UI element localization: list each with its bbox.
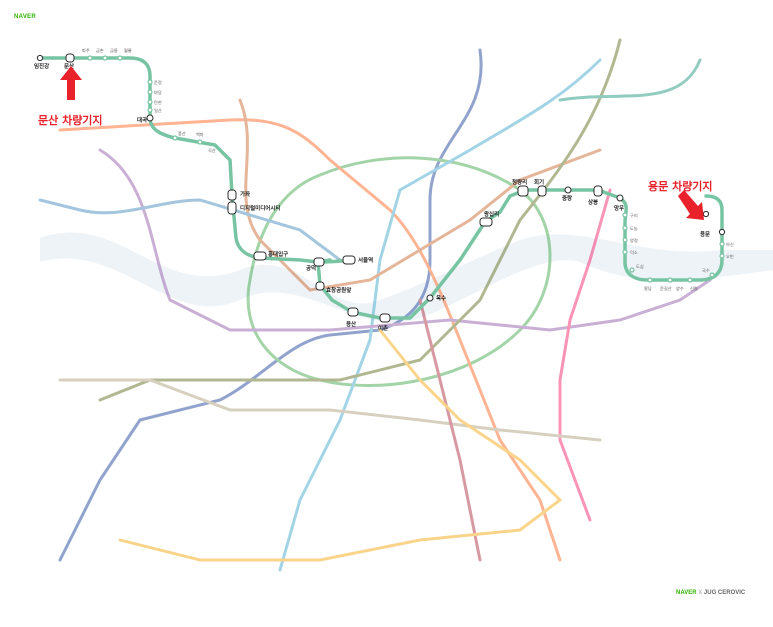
station-yongsan: [347, 307, 359, 317]
station-imjingang: [36, 54, 44, 62]
station-sangbong: [593, 185, 603, 197]
svg-text:아신: 아신: [726, 241, 734, 248]
label-yongmun: 용문: [700, 230, 710, 238]
station-mangu: [616, 194, 624, 202]
label-goksan: 곡산: [208, 147, 216, 154]
naver-logo: NAVER: [14, 14, 37, 20]
station-daegok: [146, 114, 154, 122]
svg-text:덕소: 덕소: [630, 249, 638, 256]
label-geumchon: 금촌: [96, 47, 104, 53]
label-mangu: 망우: [614, 204, 624, 212]
left-depot-label: 문산 차량기지: [38, 114, 103, 127]
label-hyochang: 효창공원앞: [326, 286, 351, 294]
svg-text:양정: 양정: [630, 237, 638, 243]
svg-text:구리: 구리: [630, 212, 638, 219]
svg-text:도심: 도심: [636, 263, 644, 269]
gj-top-segment: [38, 56, 152, 120]
gj-center-west-segment: [230, 193, 332, 264]
line8-path: [558, 188, 612, 522]
label-pungsan: 풍산: [178, 130, 186, 136]
station-oksu: [426, 294, 434, 302]
station-dmc: [227, 201, 237, 215]
arrow-up-shaft: [67, 78, 75, 100]
label-paju: 파주: [82, 47, 90, 54]
svg-text:운길산: 운길산: [660, 285, 672, 291]
label-tanhyeon: 탄현: [154, 99, 162, 105]
label-ichon: 이촌: [378, 324, 388, 332]
label-unjeong: 운정: [154, 79, 162, 85]
suin-bundang-path: [118, 328, 563, 562]
han-river: [40, 232, 773, 323]
label-yongsan: 용산: [346, 320, 356, 328]
right-depot-label: 용문 차량기지: [648, 180, 713, 193]
gj-daegok-segment: [148, 116, 234, 197]
line9-path: [58, 378, 602, 442]
arrow-diag: [678, 190, 704, 220]
label-cheongnyangni: 청량리: [512, 178, 527, 186]
label-dmc: 디지털미디어시티: [240, 204, 280, 212]
label-ilsan: 일산: [154, 107, 162, 113]
station-hoegi: [537, 185, 547, 197]
svg-text:도농: 도농: [630, 226, 638, 231]
gj-east-segment: [483, 188, 622, 224]
label-hongdae: 홍대입구: [268, 250, 288, 258]
svg-text:신원: 신원: [690, 285, 698, 291]
shinbundang-path: [418, 298, 482, 562]
station-hyochang: [315, 281, 325, 291]
station-wangsimni: [479, 217, 493, 227]
line6-path: [238, 98, 602, 292]
label-gongdeok: 공덕: [306, 264, 316, 272]
svg-text:오빈: 오빈: [726, 253, 734, 259]
label-oksu: 옥수: [436, 294, 446, 302]
label-geumneung: 금릉: [110, 48, 118, 53]
footer-credit: NAVER X JUG CEROVIC: [676, 590, 746, 596]
label-hoegi: 회기: [534, 178, 544, 186]
station-munsan: [65, 53, 75, 63]
station-hongdae: [253, 251, 267, 261]
svg-text:팔당: 팔당: [644, 285, 652, 291]
label-munsan: 문산: [64, 62, 74, 70]
station-jipyeong: [702, 210, 710, 218]
label-daegok: 대곡: [137, 116, 147, 124]
label-seoul: 서울역: [358, 256, 373, 264]
label-wangsimni: 왕십리: [484, 210, 499, 218]
svg-text:양수: 양수: [676, 285, 684, 292]
station-seoul: [342, 255, 356, 265]
label-sangbong: 상봉: [588, 198, 598, 206]
station-jungnang: [564, 186, 572, 194]
label-baekma: 백마: [196, 131, 204, 138]
arrow-up-head: [60, 66, 82, 80]
airport-path: [38, 198, 342, 262]
line4-path: [278, 58, 602, 572]
label-imjingang: 임진강: [34, 62, 49, 70]
line7-path: [98, 38, 622, 402]
svg-text:국수: 국수: [702, 268, 710, 274]
label-gajwa: 가좌: [240, 190, 250, 198]
line5-path: [98, 148, 712, 332]
station-yongmun: [718, 228, 726, 236]
label-yadang: 야당: [154, 89, 162, 96]
line1-path: [58, 48, 483, 562]
gyeongchun-path: [558, 58, 702, 102]
station-gongdeok: [313, 257, 325, 267]
station-ichon: [379, 313, 391, 323]
label-jungnang: 중랑: [562, 194, 572, 202]
station-cheongnyangni: [517, 185, 529, 197]
station-gajwa: [227, 189, 237, 201]
line2-path: [246, 156, 552, 388]
line3-path: [58, 118, 562, 562]
label-wollong: 월롱: [124, 47, 132, 54]
